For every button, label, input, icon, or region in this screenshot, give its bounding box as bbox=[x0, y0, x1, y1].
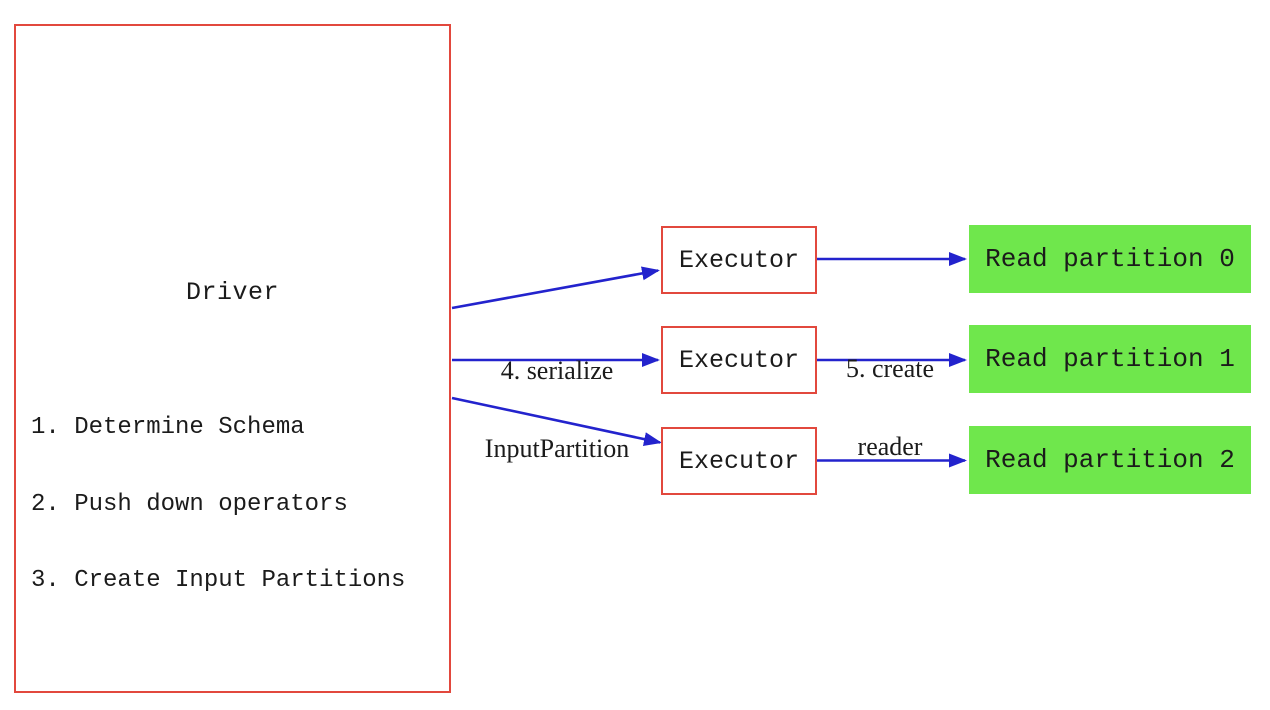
partition-label-0: Read partition 0 bbox=[985, 244, 1235, 274]
partition-node-2: Read partition 2 bbox=[969, 426, 1251, 494]
edge-label-create-reader-line1: 5. create bbox=[845, 354, 935, 383]
executor-label-2: Executor bbox=[678, 446, 800, 476]
partition-node-1: Read partition 1 bbox=[969, 325, 1251, 393]
partition-label-1: Read partition 1 bbox=[985, 344, 1235, 374]
driver-step-3: 3. Create Input Partitions bbox=[31, 567, 406, 594]
edge-label-create-reader: 5. create reader bbox=[790, 304, 990, 512]
executor-label-1: Executor bbox=[678, 345, 800, 375]
arrow-driver-to-executor-0 bbox=[451, 266, 660, 310]
edge-label-create-reader-line2: reader bbox=[857, 432, 923, 461]
partition-label-2: Read partition 2 bbox=[985, 445, 1235, 475]
executor-label-0: Executor bbox=[678, 245, 800, 275]
driver-step-1: 1. Determine Schema bbox=[31, 414, 305, 441]
driver-step-2: 2. Push down operators bbox=[31, 490, 348, 518]
edge-label-serialize-line2: InputPartition bbox=[484, 434, 630, 463]
executor-node-2: Executor bbox=[661, 427, 817, 495]
partition-node-0: Read partition 0 bbox=[969, 225, 1251, 293]
driver-node bbox=[14, 24, 451, 693]
executor-node-0: Executor bbox=[661, 226, 817, 294]
executor-node-1: Executor bbox=[661, 326, 817, 394]
driver-title: Driver bbox=[185, 278, 279, 307]
edge-label-serialize: 4. serialize InputPartition bbox=[457, 306, 657, 514]
driver-steps: 1. Determine Schema 2. Push down operato… bbox=[31, 364, 405, 645]
edge-label-serialize-line1: 4. serialize bbox=[500, 356, 614, 385]
